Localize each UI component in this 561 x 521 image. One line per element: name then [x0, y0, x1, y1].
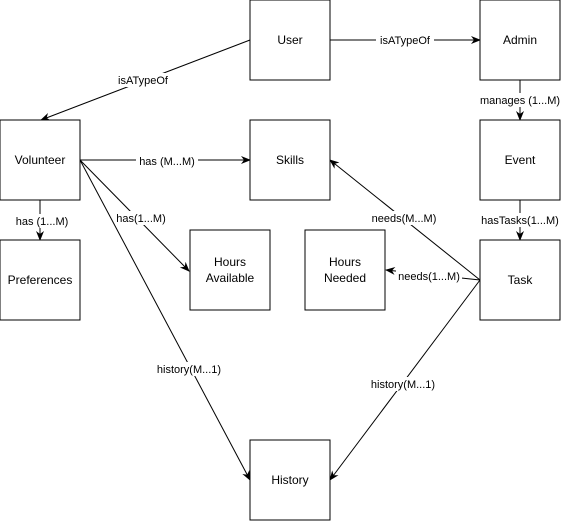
- node-skills[interactable]: Skills: [249, 119, 331, 201]
- edge-volunteer-hours-available: has(1...M): [79, 159, 190, 272]
- edge-volunteer-preferences: has (1...M): [13, 200, 71, 241]
- node-admin[interactable]: Admin: [479, 0, 561, 81]
- node-label-task: Task: [508, 273, 534, 287]
- edge-event-task: hasTasks(1...M): [480, 200, 560, 241]
- node-label-preferences: Preferences: [8, 273, 73, 287]
- node-label-user: User: [277, 33, 302, 47]
- edge-label-user-volunteer: isATypeOf: [118, 75, 169, 87]
- edges: isATypeOf isATypeOf manages (1...M) has …: [13, 33, 560, 481]
- node-label-history: History: [271, 473, 308, 487]
- edge-label-volunteer-history: history(M...1): [157, 364, 221, 376]
- edge-user-admin: isATypeOf: [330, 33, 481, 47]
- edge-task-hours-needed: needs(1...M): [385, 266, 481, 283]
- edge-task-history: history(M...1): [329, 279, 481, 481]
- node-label-admin: Admin: [503, 33, 537, 47]
- edge-task-skills: needs(M...M): [329, 159, 481, 281]
- edge-label-volunteer-hours-available: has(1...M): [116, 213, 166, 225]
- node-history[interactable]: History: [249, 439, 331, 521]
- node-task[interactable]: Task: [479, 239, 561, 321]
- node-preferences[interactable]: Preferences: [0, 239, 81, 321]
- node-label-event: Event: [505, 153, 536, 167]
- edge-label-admin-event: manages (1...M): [480, 95, 560, 107]
- node-volunteer[interactable]: Volunteer: [0, 119, 81, 201]
- node-user[interactable]: User: [249, 0, 331, 81]
- edge-label-volunteer-skills: has (M...M): [139, 156, 195, 168]
- edge-volunteer-skills: has (M...M): [80, 154, 251, 168]
- node-event[interactable]: Event: [479, 119, 561, 201]
- edge-user-volunteer: isATypeOf: [40, 39, 251, 121]
- node-label-volunteer: Volunteer: [15, 153, 66, 167]
- edge-admin-event: manages (1...M): [480, 80, 560, 121]
- edge-label-task-history: history(M...1): [371, 379, 435, 391]
- edge-label-volunteer-preferences: has (1...M): [16, 216, 69, 228]
- edge-label-event-task: hasTasks(1...M): [481, 215, 559, 227]
- edge-label-task-skills: needs(M...M): [372, 213, 437, 225]
- node-label-skills: Skills: [276, 153, 304, 167]
- edge-volunteer-history: history(M...1): [79, 159, 251, 481]
- edge-label-task-hours-needed: needs(1...M): [398, 271, 460, 283]
- edge-label-user-admin: isATypeOf: [380, 35, 431, 47]
